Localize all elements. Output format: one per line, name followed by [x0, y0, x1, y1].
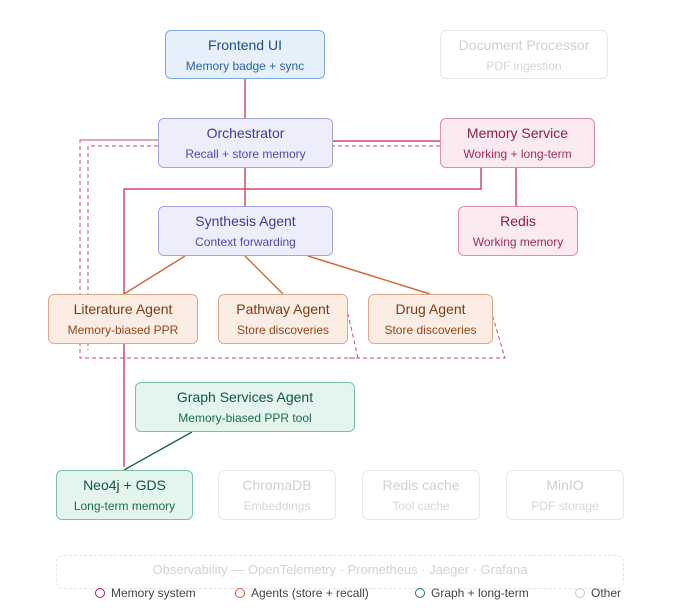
- legend-dot-icon: [235, 588, 245, 598]
- legend-dot-icon: [95, 588, 105, 598]
- node-literature-agent[interactable]: Literature Agent Memory-biased PPR: [48, 294, 198, 344]
- node-frontend-ui[interactable]: Frontend UI Memory badge + sync: [165, 30, 325, 79]
- node-subtitle: PDF ingestion: [486, 58, 562, 73]
- node-document-processor[interactable]: Document Processor PDF ingestion: [440, 30, 608, 79]
- legend-item-other: Other: [575, 586, 621, 600]
- legend-label: Agents (store + recall): [251, 586, 369, 600]
- node-title: Drug Agent: [395, 301, 466, 317]
- node-subtitle: Working memory: [472, 235, 564, 249]
- node-pathway-agent[interactable]: Pathway Agent Store discoveries: [218, 294, 348, 344]
- node-subtitle: Context forwarding: [195, 235, 296, 249]
- node-title: Neo4j + GDS: [83, 477, 166, 493]
- node-drug-agent[interactable]: Drug Agent Store discoveries: [368, 294, 493, 344]
- node-subtitle: PDF storage: [531, 499, 599, 513]
- node-title: Synthesis Agent: [195, 213, 296, 229]
- observability-label: Observability — OpenTelemetry · Promethe…: [152, 562, 528, 577]
- node-neo4j-gds[interactable]: Neo4j + GDS Long-term memory: [56, 470, 193, 520]
- node-subtitle: Store discoveries: [384, 323, 477, 337]
- edge-synthesis-pathway: [244, 255, 284, 295]
- node-subtitle: Recall + store memory: [185, 147, 306, 161]
- node-synthesis-agent[interactable]: Synthesis Agent Context forwarding: [158, 206, 333, 256]
- edge-graph-services-neo4j: [123, 431, 193, 471]
- node-subtitle: Working + long-term: [463, 147, 572, 161]
- node-title: Graph Services Agent: [176, 389, 314, 405]
- legend-dot-icon: [575, 588, 585, 598]
- node-subtitle: Tool cache: [392, 499, 450, 513]
- edge-memory-service-literature: [123, 168, 482, 294]
- node-chromadb[interactable]: ChromaDB Embeddings: [218, 470, 336, 520]
- node-title: ChromaDB: [242, 477, 312, 493]
- node-graph-services-agent[interactable]: Graph Services Agent Memory-biased PPR t…: [135, 382, 355, 432]
- node-title: Pathway Agent: [236, 301, 330, 317]
- node-subtitle: Memory badge + sync: [185, 58, 305, 73]
- observability-banner: Observability — OpenTelemetry · Promethe…: [56, 555, 624, 589]
- edge-synthesis-drug: [307, 255, 431, 295]
- legend-item-graph: Graph + long-term: [415, 586, 529, 600]
- node-title: MinIO: [546, 477, 584, 493]
- legend-item-agents: Agents (store + recall): [235, 586, 369, 600]
- legend-label: Graph + long-term: [431, 586, 529, 600]
- node-title: Frontend UI: [208, 36, 282, 53]
- node-subtitle: Embeddings: [243, 499, 311, 513]
- node-title: Memory Service: [466, 125, 569, 141]
- legend: Memory system Agents (store + recall) Gr…: [0, 586, 680, 602]
- node-title: Redis: [500, 213, 536, 229]
- legend-item-memory-system: Memory system: [95, 586, 196, 600]
- node-memory-service[interactable]: Memory Service Working + long-term: [440, 118, 595, 168]
- dashed-memory-loop-path: [79, 139, 506, 359]
- node-minio[interactable]: MinIO PDF storage: [506, 470, 624, 520]
- node-subtitle: Memory-biased PPR: [67, 323, 179, 337]
- node-title: Orchestrator: [206, 125, 285, 141]
- node-redis-cache[interactable]: Redis cache Tool cache: [362, 470, 480, 520]
- legend-label: Other: [591, 586, 622, 600]
- edge-synthesis-literature: [123, 255, 186, 295]
- node-subtitle: Long-term memory: [73, 499, 176, 513]
- node-subtitle: Store discoveries: [236, 323, 330, 337]
- node-title: Redis cache: [382, 477, 460, 493]
- node-redis[interactable]: Redis Working memory: [458, 206, 578, 256]
- node-title: Document Processor: [458, 36, 590, 53]
- legend-dot-icon: [415, 588, 425, 598]
- legend-label: Memory system: [111, 586, 196, 600]
- node-orchestrator[interactable]: Orchestrator Recall + store memory: [158, 118, 333, 168]
- node-subtitle: Memory-biased PPR tool: [178, 411, 312, 425]
- node-title: Literature Agent: [73, 301, 173, 317]
